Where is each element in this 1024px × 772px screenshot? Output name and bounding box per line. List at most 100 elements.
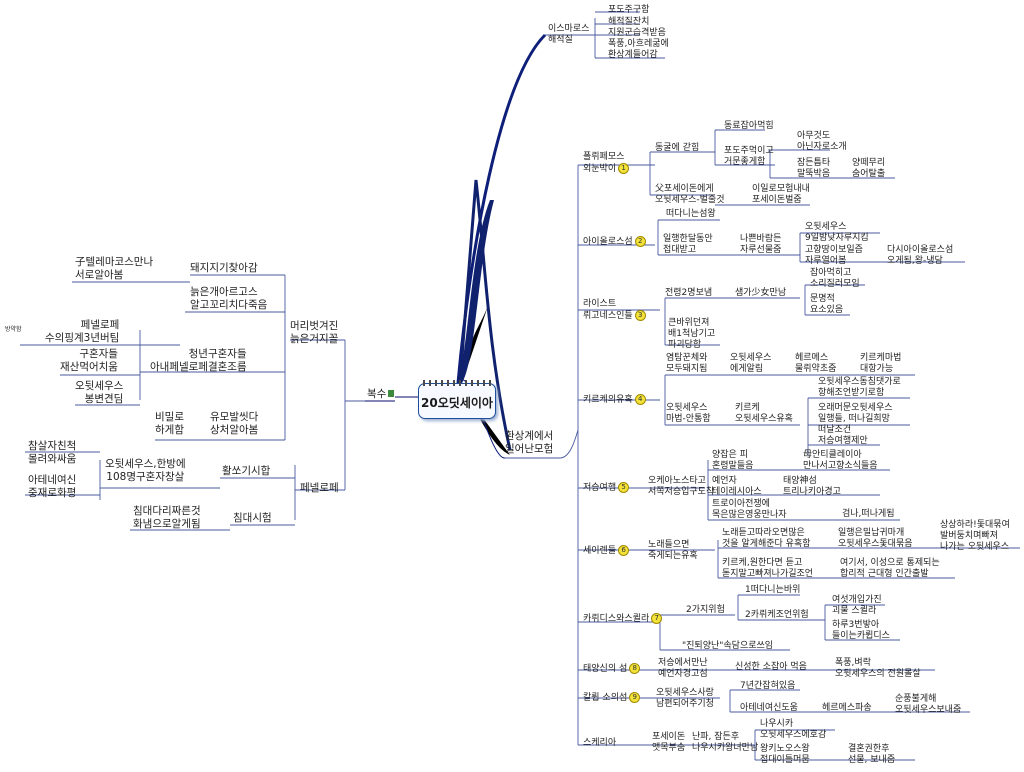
- node-athena-help[interactable]: 아테네여신도움: [740, 703, 798, 713]
- branch-penelope[interactable]: 페넬로페: [300, 482, 339, 494]
- node-old-dog[interactable]: 늙은개아르고스 알고꼬리치다죽음: [190, 286, 268, 311]
- central-topic[interactable]: 20오딧세이아: [418, 380, 496, 419]
- node-mother[interactable]: 母안티클레이아 만나서고향소식들음: [803, 450, 878, 471]
- node-prophet-warn[interactable]: 저승에서만난 예언자경고섬: [658, 658, 708, 679]
- node-kirke-warn[interactable]: 2카뤼케조언위험: [745, 610, 809, 620]
- node-shroud[interactable]: 페넬로페 수의핑계3년버팀: [45, 319, 120, 344]
- node-open-bag[interactable]: 고향땅이보일즘 자루열어봄: [805, 245, 863, 266]
- node-pigs[interactable]: 염탐꾼체와 모두돼지됨: [666, 353, 708, 374]
- node-eaten[interactable]: 동료잡아먹힘: [724, 121, 774, 131]
- node-imagine[interactable]: 상상하라!돛대묶여 발버둥치며빠져 나가는 오뒷세우스: [940, 520, 1010, 552]
- node-stake[interactable]: 잠든틈타 말뚝박음: [797, 158, 831, 179]
- node-nurse[interactable]: 유모발씻다 상처알아봄: [210, 411, 259, 436]
- badge-9: 9: [629, 692, 641, 703]
- node-advice[interactable]: 오뒷세우스동침댓가로 항해조언받기로함: [818, 377, 901, 398]
- node-okeanos[interactable]: 오케아노스타고 서쪽저승입구도착: [648, 476, 715, 497]
- node-rocks[interactable]: 큰바위던져 배1척남기고 파괴당함: [668, 318, 716, 350]
- node-leave[interactable]: 오래머문오뒷세우스 일행들, 떠나길희망: [818, 403, 893, 424]
- node-suitors[interactable]: 청년구혼자들 아내페넬로페결혼조름: [150, 348, 247, 373]
- node-ismaros-1[interactable]: 포도주구함: [608, 5, 650, 15]
- node-cave[interactable]: 동굴에 갇힘: [655, 143, 700, 153]
- node-floating-island[interactable]: 떠다니는섬왕: [666, 209, 716, 219]
- node-kirke-advice[interactable]: 키르케,원한다면 듣고 돋지말고빠져나가길조언: [722, 558, 814, 579]
- node-follow[interactable]: 노래듣고따라오면많은 것을 알게해준다 유혹함: [722, 528, 811, 549]
- node-wind-bag[interactable]: 나쁜바람든 자루선물줌: [740, 234, 782, 255]
- node-sacred-cow[interactable]: 신성한 소잡아 먹음: [735, 662, 807, 672]
- node-nine-days[interactable]: 오뒷세우스 9일밤낮자루지킴: [805, 222, 869, 243]
- node-sheep[interactable]: 양떼무리 숨어탈출: [852, 158, 886, 179]
- node-month[interactable]: 일행한달동안 접대받고: [663, 234, 713, 255]
- node-poseidon[interactable]: 父포세이돈에게 오뒷세우스-벌줄것: [655, 184, 725, 205]
- node-nausicaa[interactable]: 난파, 잠든후 나우시카왕녀만남: [692, 732, 759, 753]
- node-punish[interactable]: 이일로모험내내 포세이돈벌줌: [752, 184, 810, 205]
- node-thrinakia[interactable]: 태양神섬 트리나키아경고: [783, 476, 841, 497]
- node-return[interactable]: 다시아이올로스섬 오게됨,왕-냉담: [887, 245, 954, 266]
- node-hermes-herb[interactable]: 헤르메스 물뤼약초줌: [795, 353, 837, 374]
- node-telemachus[interactable]: 子텔레마코스만나 서로알아봄: [75, 256, 154, 281]
- node-love[interactable]: 오뒷세우스사랑 남편되어주기청: [656, 688, 714, 709]
- node-seven-years[interactable]: 7년간잡혀있음: [740, 681, 796, 691]
- root-left-topic[interactable]: 복수: [367, 388, 395, 401]
- node-ismaros-2[interactable]: 해적질잔치: [608, 17, 650, 27]
- node-blood[interactable]: 양잡은 피 혼령말들음: [712, 450, 754, 471]
- node-girl[interactable]: 샘가少女만남: [735, 288, 787, 298]
- node-song[interactable]: 노래들으면 죽게되는유혹: [648, 540, 698, 561]
- node-raft[interactable]: 포세이돈 앳목부숨: [652, 732, 686, 753]
- node-modern-human[interactable]: 여기서, 이성으로 통제되는 합리적 근대형 인간출발: [840, 558, 940, 579]
- node-suitors-eat[interactable]: 구혼자들 재산먹어치움: [60, 348, 118, 373]
- node-bed-leg[interactable]: 침대다리짜른것 화냄으로알게됨: [133, 505, 201, 530]
- node-wind[interactable]: 순풍불게해 오뒷세우스보내줌: [895, 694, 962, 715]
- node-tag: 방약함: [5, 326, 22, 333]
- node-one-shot[interactable]: 오뒷세우스,한방에 108명구혼자창살: [105, 458, 186, 483]
- node-seduce[interactable]: 키르케 오뒷세우스유혹: [735, 403, 793, 424]
- branch-ismaros[interactable]: 이스마로스 해적질: [548, 24, 590, 45]
- node-underworld-offer[interactable]: 떠날조건 저승여행제안: [818, 425, 868, 446]
- node-ismaros-4[interactable]: 폭풍,아흐레굶에 환상계들어감: [608, 39, 669, 60]
- node-inform[interactable]: 오뒷세우스 에게알림: [730, 353, 772, 374]
- badge-8: 8: [629, 663, 641, 674]
- node-athena-peace[interactable]: 아테네여신 중재로화평: [28, 474, 77, 499]
- node-teiresias[interactable]: 예언자 테이레시아스: [712, 476, 762, 497]
- node-archery[interactable]: 활쏘기시합: [222, 465, 271, 477]
- node-storm[interactable]: 폭풍,벼락 오뒷세우스의 전원몰살: [835, 658, 921, 679]
- node-two-dangers[interactable]: 2가지위험: [686, 605, 725, 615]
- jeo-label: 저승여행: [583, 483, 617, 493]
- node-civilized[interactable]: 문명적 요소있음: [810, 294, 844, 315]
- node-wine[interactable]: 포도주먹이고 거문좋게함: [724, 146, 774, 167]
- node-relatives[interactable]: 참살자친척 몰려와싸움: [28, 440, 77, 465]
- node-eaten-2[interactable]: 잡아먹히고 소리질러모임: [810, 268, 860, 289]
- branch-scheria[interactable]: 스케리아: [583, 738, 617, 748]
- node-heroes[interactable]: 트로이아전쟁에 목은많은영웅만나자: [712, 499, 787, 520]
- branch-fantasy[interactable]: 환상계에서 일어난모험: [505, 430, 554, 455]
- node-charybdis[interactable]: 하루3번밯아 들이는카륍디스: [832, 620, 890, 641]
- node-messengers[interactable]: 전령2명보냄: [665, 288, 713, 298]
- node-pig-keeper[interactable]: 돼지지기찾아감: [190, 262, 258, 274]
- node-ismaros-3[interactable]: 지원군습격받음: [608, 28, 666, 38]
- node-nobody[interactable]: 아무것도 아닌자로소개: [797, 131, 847, 152]
- node-scylla[interactable]: 여섯개입가진 괴물 스퀼라: [832, 595, 882, 616]
- branch-beggar[interactable]: 머리벗겨진 늙은거지꼴: [290, 320, 339, 345]
- node-king[interactable]: 왕키노오스왕 접대이틀머뭄: [760, 744, 810, 765]
- node-leave-2[interactable]: 검나,떠나게됨: [842, 509, 895, 519]
- kirke-label: 키르케의유혹: [583, 395, 633, 405]
- node-proverb[interactable]: "진퇴양난"속담으로쓰임: [682, 641, 774, 651]
- node-wax[interactable]: 일행은밀납귀마개 오뒷세우스돛대묶음: [838, 528, 913, 549]
- node-favor[interactable]: 나우시카 오뒷세우스에호감: [760, 719, 827, 740]
- node-hermes-send[interactable]: 헤르메스파송: [822, 703, 872, 713]
- node-resist[interactable]: 키르케마법 대항가능: [860, 353, 902, 374]
- node-no-magic[interactable]: 오뒷세우스 마법-안통함: [666, 403, 711, 424]
- node-gift[interactable]: 결혼권한후 선물, 보내줌: [848, 744, 896, 765]
- node-secret[interactable]: 비밀로 하게함: [155, 411, 184, 436]
- node-odysseus-endure[interactable]: 오뒷세우스 봉변견딤: [75, 380, 124, 405]
- node-bed-test[interactable]: 침대시험: [233, 512, 272, 524]
- node-floating-rocks[interactable]: 1떠다니는바위: [745, 585, 801, 595]
